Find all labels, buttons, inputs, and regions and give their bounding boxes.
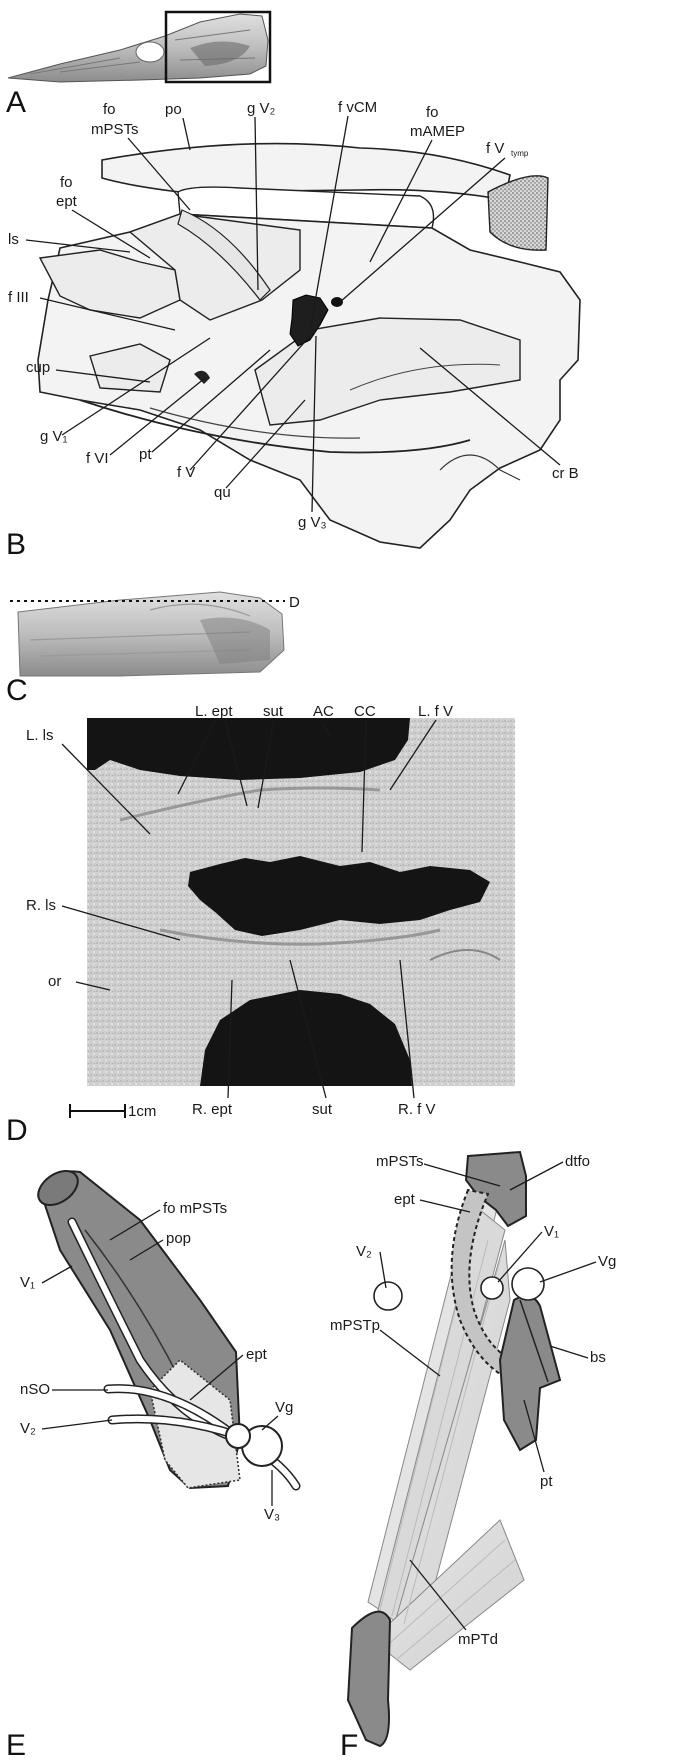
panel-b-illustration [38, 144, 580, 548]
label-r-ept: R. ept [192, 1101, 233, 1118]
label-f-v2: V₂ [356, 1243, 372, 1260]
panel-label-e: E [6, 1729, 26, 1762]
scale-bar: 1cm [70, 1103, 156, 1120]
label-f-bs: bs [590, 1349, 606, 1366]
panel-label-b: B [6, 528, 26, 561]
label-pt: pt [139, 446, 152, 463]
label-e-v2: V₂ [20, 1420, 36, 1437]
label-f-mpsts: mPSTs [376, 1153, 424, 1170]
panel-label-f: F [340, 1729, 358, 1762]
label-r-fv: R. f V [398, 1101, 436, 1118]
label-e-ept: ept [246, 1346, 268, 1363]
label-f-vtymp-sub: tymp [511, 149, 529, 158]
label-f-iii: f III [8, 289, 29, 306]
label-ls: ls [8, 231, 19, 248]
label-f-ept: ept [394, 1191, 416, 1208]
label-f-vi: f VI [86, 450, 109, 467]
label-fo-mpsts-2: mPSTs [91, 121, 139, 138]
label-l-fv: L. f V [418, 703, 453, 720]
label-cc: CC [354, 703, 376, 720]
label-r-ls: R. ls [26, 897, 56, 914]
label-f-mpstp: mPSTp [330, 1317, 380, 1334]
label-f-vtymp: f V [486, 140, 504, 157]
panel-label-c: C [6, 674, 28, 707]
label-sut-top: sut [263, 703, 284, 720]
label-fo-mpsts-1: fo [103, 101, 116, 118]
label-fo-ept-1: fo [60, 174, 73, 191]
label-e-v3: V₃ [264, 1506, 280, 1523]
label-po: po [165, 101, 182, 118]
label-cup: cup [26, 359, 50, 376]
panel-d-ct-slice [87, 718, 515, 1086]
label-ac: AC [313, 703, 334, 720]
panel-a-skull-thumbnail [8, 12, 270, 82]
scale-bar-label: 1cm [128, 1103, 156, 1120]
label-l-ept: L. ept [195, 703, 233, 720]
label-e-pop: pop [166, 1230, 191, 1247]
label-e-vg: Vg [275, 1399, 293, 1416]
label-or: or [48, 973, 61, 990]
label-f-mptd: mPTd [458, 1631, 498, 1648]
label-e-nso: nSO [20, 1381, 50, 1398]
label-f-v1: V₁ [544, 1223, 559, 1240]
label-f-vcm: f vCM [338, 99, 377, 116]
label-g-v2: g V₂ [247, 100, 276, 117]
panel-label-a: A [6, 86, 26, 119]
panel-f-schematic [348, 1152, 560, 1746]
label-fo-ept-2: ept [56, 193, 78, 210]
label-f-pt: pt [540, 1473, 553, 1490]
label-fo-mamep-1: fo [426, 104, 439, 121]
panel-label-d: D [6, 1114, 28, 1147]
label-f-vg: Vg [598, 1253, 616, 1270]
label-e-v1: V₁ [20, 1274, 35, 1291]
label-f-dtfo: dtfo [565, 1153, 590, 1170]
label-g-v3: g V₃ [298, 514, 327, 531]
label-sut-bottom: sut [312, 1101, 333, 1118]
label-cr-b: cr B [552, 465, 579, 482]
section-label-d: D [289, 594, 300, 611]
label-l-ls: L. ls [26, 727, 54, 744]
panel-c-specimen: D [10, 592, 300, 676]
label-qu: qu [214, 484, 231, 501]
label-e-fo-mpsts: fo mPSTs [163, 1200, 227, 1217]
label-g-v1: g V₁ [40, 428, 68, 445]
label-fo-mamep-2: mAMEP [410, 123, 465, 140]
